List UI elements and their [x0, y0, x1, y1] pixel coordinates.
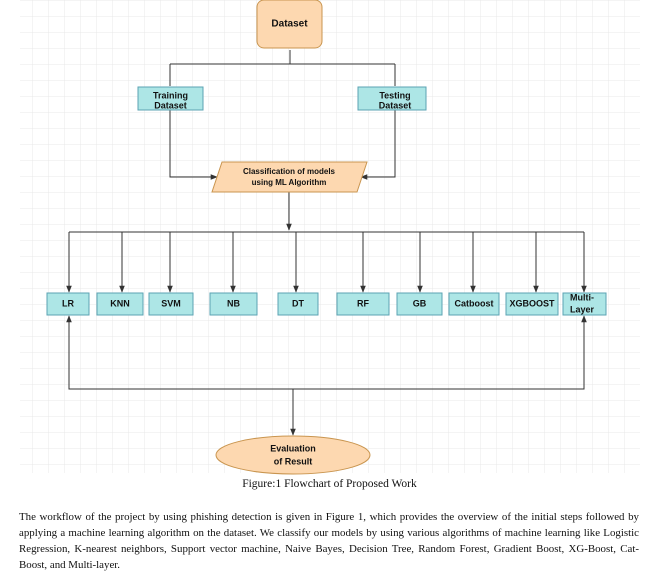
training-dataset-label-line1: Training — [153, 90, 188, 100]
model-node-nb: NB — [209, 292, 258, 316]
classification-label-line2: using ML Algorithm — [252, 178, 327, 187]
model-node-lr: LR — [46, 292, 90, 316]
classification-label-line1: Classification of models — [243, 167, 336, 176]
model-node-multilayer: Multi- Layer — [562, 292, 607, 316]
model-label: Catboost — [455, 298, 494, 308]
model-node-dt: DT — [277, 292, 319, 316]
model-label-line2: Layer — [570, 304, 595, 314]
model-label: DT — [292, 298, 304, 308]
model-node-rf: RF — [336, 292, 390, 316]
model-node-catboost: Catboost — [448, 292, 500, 316]
body-paragraph: The workflow of the project by using phi… — [19, 511, 639, 571]
dataset-node: Dataset — [256, 0, 323, 49]
testing-dataset-label-line2: Dataset — [379, 100, 412, 110]
grid-background — [20, 0, 640, 473]
connector-training-to-classification — [169, 110, 218, 180]
model-label: NB — [227, 298, 240, 308]
model-node-gb: GB — [396, 292, 443, 316]
model-label: LR — [62, 298, 74, 308]
model-node-xgboost: XGBOOST — [505, 292, 559, 316]
evaluation-label-line1: Evaluation — [270, 443, 316, 453]
model-label: GB — [413, 298, 427, 308]
model-label: KNN — [110, 298, 130, 308]
dataset-label: Dataset — [271, 19, 308, 30]
figure-caption: Figure:1 Flowchart of Proposed Work — [242, 478, 417, 490]
connector-testing-to-classification — [360, 110, 396, 180]
model-node-knn: KNN — [96, 292, 144, 316]
testing-dataset-label-line1: Testing — [379, 90, 410, 100]
classification-node: Classification of models using ML Algori… — [211, 161, 368, 193]
training-dataset-node: Training Dataset — [137, 86, 204, 111]
model-label: RF — [357, 298, 369, 308]
model-label-line1: Multi- — [570, 292, 594, 302]
model-label: SVM — [161, 298, 181, 308]
testing-dataset-node: Testing Dataset — [357, 86, 427, 111]
evaluation-label-line2: of Result — [274, 456, 313, 466]
connectors — [66, 50, 587, 436]
connector-return-loop — [66, 315, 587, 390]
model-node-svm: SVM — [148, 292, 194, 316]
flowchart: Dataset Training Dataset Testing Dataset… — [20, 0, 640, 475]
connector-dataset-split — [169, 50, 396, 86]
model-label: XGBOOST — [509, 298, 555, 308]
training-dataset-label-line2: Dataset — [154, 100, 187, 110]
evaluation-node: Evaluation of Result — [215, 435, 371, 475]
